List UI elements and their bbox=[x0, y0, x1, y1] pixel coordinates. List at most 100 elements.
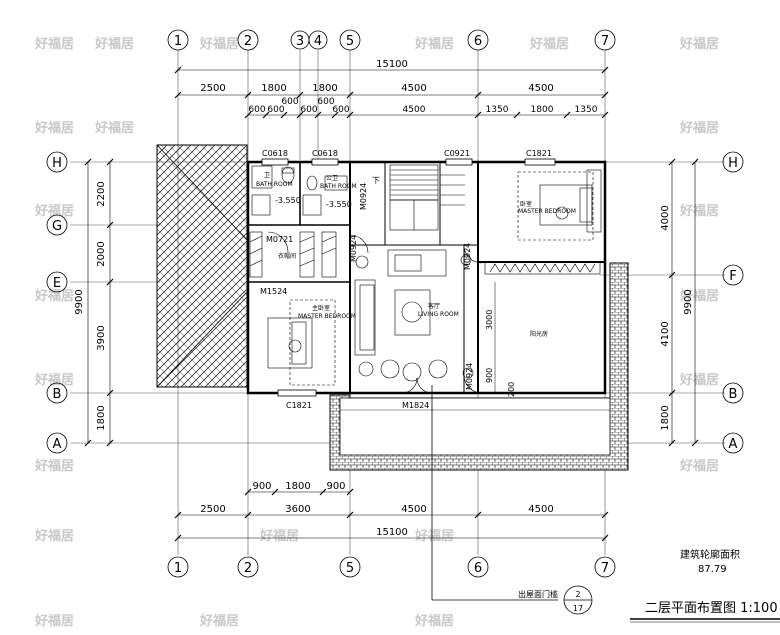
staircase bbox=[389, 164, 465, 231]
windows bbox=[261, 158, 556, 397]
dim-top: 4500 bbox=[528, 83, 553, 94]
room-label: 阳光房 bbox=[530, 330, 548, 338]
building-walls bbox=[246, 160, 607, 395]
axis-label-top: 2 bbox=[244, 34, 252, 49]
axis-label-top: 6 bbox=[474, 34, 482, 49]
axis-label-right: B bbox=[729, 387, 738, 402]
room-label: MASTER BEDROOM bbox=[298, 313, 356, 320]
area-value: 87.79 bbox=[698, 564, 727, 575]
axis-label-bottom: 2 bbox=[244, 561, 252, 576]
door-label: M0924 bbox=[465, 363, 474, 390]
terrace-parapet bbox=[329, 262, 629, 471]
watermark: 好福居 bbox=[199, 36, 239, 52]
watermark: 好福居 bbox=[34, 288, 74, 304]
axis-label-top: 7 bbox=[601, 34, 609, 49]
section-callout bbox=[431, 385, 593, 615]
dim-bottom: 900 bbox=[252, 481, 271, 492]
axis-label-bottom: 6 bbox=[474, 561, 482, 576]
dim-small-top: 1800 bbox=[531, 105, 554, 115]
dim-small-top: 600 bbox=[267, 105, 284, 115]
door-label: M0721 bbox=[266, 235, 293, 244]
room-label: 客厅 bbox=[428, 302, 440, 310]
room-label: BATH ROOM bbox=[256, 181, 293, 188]
room-label: 衣帽间 bbox=[278, 252, 296, 260]
dim-bottom: 3600 bbox=[285, 504, 310, 515]
dim-total-bottom: 15100 bbox=[376, 527, 408, 538]
window-label: C0618 bbox=[312, 149, 338, 158]
section-marker-bottom: 17 bbox=[573, 604, 583, 613]
dim-left: 2000 bbox=[96, 241, 107, 266]
door-label: M1824 bbox=[402, 401, 429, 410]
dim-top: 4500 bbox=[401, 83, 426, 94]
watermark: 好福居 bbox=[94, 120, 134, 136]
watermark: 好福居 bbox=[529, 36, 569, 52]
watermark: 好福居 bbox=[679, 36, 719, 52]
level-mark: -3.550 bbox=[326, 200, 352, 209]
axis-label-left: G bbox=[52, 219, 62, 234]
bottom-dimension-lines bbox=[174, 488, 609, 542]
watermark: 好福居 bbox=[679, 372, 719, 388]
watermark: 好福居 bbox=[414, 36, 454, 52]
axis-label-top: 3 bbox=[296, 34, 304, 49]
watermark: 好福居 bbox=[679, 203, 719, 219]
dim-top: 2500 bbox=[200, 83, 225, 94]
axis-label-bottom: 7 bbox=[601, 561, 609, 576]
watermark: 好福居 bbox=[34, 613, 74, 629]
top-dimension-lines bbox=[174, 66, 609, 119]
watermark: 好福居 bbox=[259, 528, 299, 544]
dim-total-right: 9900 bbox=[683, 289, 694, 314]
left-axis-markers bbox=[46, 151, 68, 454]
right-axis-markers bbox=[722, 151, 744, 454]
axis-label-top: 4 bbox=[314, 34, 322, 49]
room-label: 卫 bbox=[264, 172, 270, 179]
axis-label-right: H bbox=[728, 156, 738, 171]
door-label: M0924 bbox=[359, 183, 368, 210]
room-label: BATH ROOM bbox=[320, 183, 357, 190]
stair-down-label: 下 bbox=[372, 176, 380, 185]
dim-top: 1800 bbox=[312, 83, 337, 94]
window-label: C1821 bbox=[286, 401, 312, 410]
axis-label-right: A bbox=[729, 437, 738, 452]
dim-total-left: 9900 bbox=[74, 289, 85, 314]
window-label: C1821 bbox=[526, 149, 552, 158]
small-dim: 200 bbox=[507, 382, 516, 397]
axis-label-left: B bbox=[53, 387, 62, 402]
room-label: 主卧室 bbox=[312, 304, 330, 312]
area-label: 建筑轮廓面积 bbox=[680, 548, 740, 561]
axis-label-top: 1 bbox=[174, 34, 182, 49]
dim-small-top: 4500 bbox=[403, 105, 426, 115]
door-label: M0924 bbox=[349, 235, 358, 262]
left-roof bbox=[156, 144, 248, 388]
watermark: 好福居 bbox=[679, 288, 719, 304]
room-label: 卧室 bbox=[520, 200, 532, 208]
dim-right: 4000 bbox=[660, 205, 671, 230]
axis-label-bottom: 1 bbox=[174, 561, 182, 576]
watermark: 好福居 bbox=[199, 613, 239, 629]
dim-right: 1800 bbox=[660, 405, 671, 430]
dim-small-top: 600 bbox=[317, 97, 334, 107]
section-marker-top: 2 bbox=[575, 590, 580, 599]
door-swings bbox=[267, 231, 483, 394]
bath-fixtures bbox=[251, 165, 348, 216]
watermarks: 好福居 好福居 好福居 好福居 好福居 好福居 好福居 好福居 好福居 好福居 … bbox=[34, 36, 719, 629]
right-dimension-lines bbox=[668, 158, 699, 447]
dim-top: 1800 bbox=[261, 83, 286, 94]
drawing-title: 二层平面布置图 1:100 bbox=[645, 601, 778, 616]
small-dim: 3000 bbox=[485, 310, 494, 330]
dim-left: 2200 bbox=[96, 181, 107, 206]
master-bed bbox=[267, 299, 336, 386]
axis-label-bottom: 5 bbox=[346, 561, 354, 576]
top-axis-markers bbox=[167, 29, 616, 51]
small-dim: 900 bbox=[485, 368, 494, 383]
dim-bottom: 900 bbox=[326, 481, 345, 492]
dim-small-top: 1350 bbox=[575, 105, 598, 115]
watermark: 好福居 bbox=[414, 613, 454, 629]
wardrobes bbox=[249, 231, 601, 278]
watermark: 好福居 bbox=[34, 528, 74, 544]
room-label: MASTER BEDROOM bbox=[518, 208, 576, 215]
window-label: C0618 bbox=[262, 149, 288, 158]
ne-bed bbox=[517, 169, 602, 241]
dim-left: 1800 bbox=[96, 405, 107, 430]
axis-label-top: 5 bbox=[346, 34, 354, 49]
